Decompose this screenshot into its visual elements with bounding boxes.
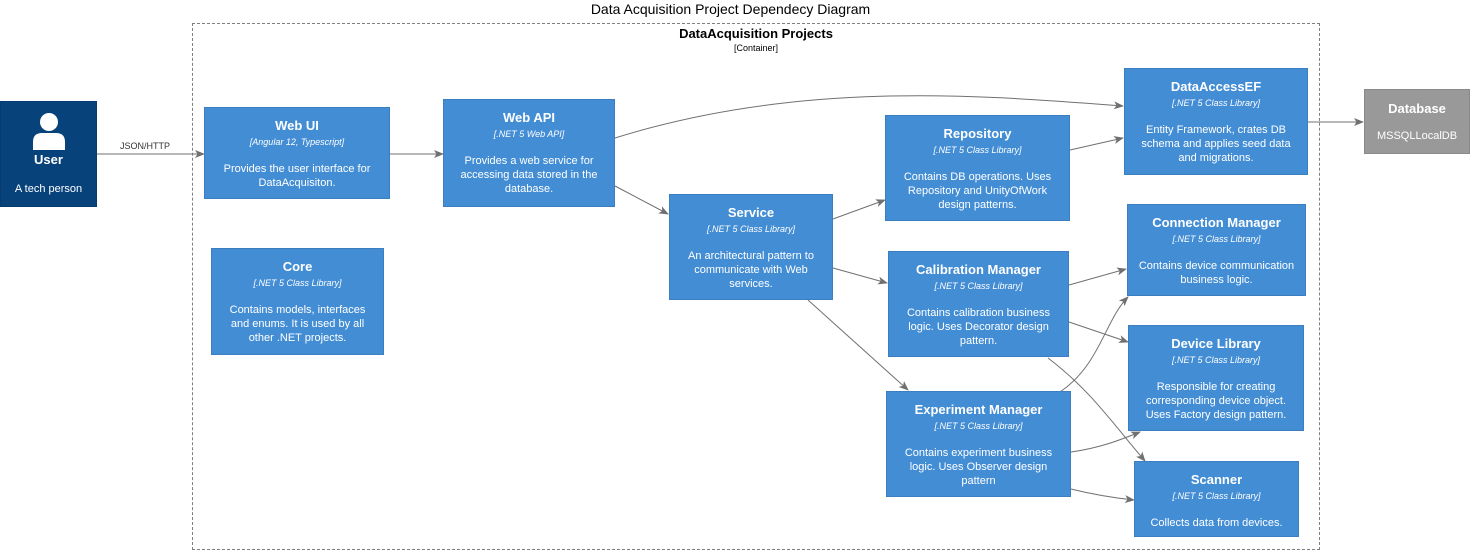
node-user-name: User [34, 152, 63, 167]
node-core-name: Core [282, 259, 313, 274]
edge-calibration-devicelibrary [1068, 321, 1129, 343]
edge-experiment-connection [1059, 296, 1129, 393]
node-data-access-ef: DataAccessEF [.NET 5 Class Library] Enti… [1124, 68, 1308, 175]
node-experiment-manager: Experiment Manager [.NET 5 Class Library… [886, 391, 1071, 497]
person-icon [33, 113, 65, 150]
edge-experiment-scanner [1070, 488, 1135, 504]
node-web-ui: Web UI [Angular 12, Typescript] Provides… [204, 107, 390, 199]
edge-repository-dataaccessef [1069, 136, 1124, 151]
node-web-api-tech: [.NET 5 Web API] [493, 129, 565, 139]
node-web-api-name: Web API [502, 110, 555, 125]
node-data-access-ef-desc: Entity Framework, crates DB schema and a… [1141, 124, 1291, 164]
diagram-title: Data Acquisition Project Dependecy Diagr… [590, 1, 871, 17]
node-database-name: Database [1388, 101, 1446, 116]
node-user: User A tech person [0, 101, 97, 207]
node-scanner-desc: Collects data from devices. [1150, 517, 1283, 529]
node-device-library-name: Device Library [1171, 336, 1261, 351]
node-connection-manager-tech: [.NET 5 Class Library] [1172, 234, 1261, 244]
node-user-desc: A tech person [14, 183, 83, 195]
container-boundary [192, 23, 1320, 550]
node-scanner: Scanner [.NET 5 Class Library] Collects … [1134, 461, 1299, 537]
edge-service-calibration [832, 267, 888, 285]
node-service-desc: An architectural pattern to communicate … [688, 250, 814, 290]
node-repository: Repository [.NET 5 Class Library] Contai… [885, 115, 1070, 221]
edge-calibration-scanner [1047, 357, 1146, 462]
node-service-tech: [.NET 5 Class Library] [706, 224, 796, 234]
node-repository-name: Repository [943, 126, 1012, 141]
edge-service-repository [832, 199, 886, 220]
node-experiment-manager-tech: [.NET 5 Class Library] [934, 421, 1023, 431]
edge-service-experiment [807, 299, 909, 391]
node-web-ui-name: Web UI [275, 118, 319, 133]
node-data-access-ef-name: DataAccessEF [1170, 79, 1262, 94]
node-calibration-manager-desc: Contains calibration business logic. Use… [906, 307, 1051, 347]
node-repository-desc: Contains DB operations. Uses Repository … [903, 171, 1052, 211]
node-device-library-desc: Responsible for creating corresponding d… [1145, 381, 1287, 421]
node-core: Core [.NET 5 Class Library] Contains mod… [211, 248, 384, 355]
edge-experiment-devicelibrary [1070, 431, 1141, 453]
boundary-title: DataAcquisition Projects [679, 26, 833, 41]
node-web-ui-tech: [Angular 12, Typescript] [249, 137, 345, 147]
edge-webapi-service [614, 185, 669, 215]
node-calibration-manager-name: Calibration Manager [916, 262, 1041, 277]
node-calibration-manager-tech: [.NET 5 Class Library] [934, 281, 1023, 291]
boundary-tech: [Container] [733, 43, 779, 53]
node-device-library-tech: [.NET 5 Class Library] [1171, 355, 1261, 365]
node-database: Database MSSQLLocalDB [1364, 89, 1470, 154]
node-calibration-manager: Calibration Manager [.NET 5 Class Librar… [888, 251, 1069, 357]
node-data-access-ef-tech: [.NET 5 Class Library] [1171, 98, 1261, 108]
node-connection-manager-desc: Contains device communication business l… [1138, 260, 1295, 286]
node-service-name: Service [727, 205, 775, 220]
edge-label-json-http: JSON/HTTP [120, 141, 171, 151]
node-experiment-manager-desc: Contains experiment business logic. Uses… [904, 447, 1053, 487]
node-experiment-manager-name: Experiment Manager [914, 402, 1043, 417]
edge-calibration-connection [1068, 267, 1127, 286]
node-core-tech: [.NET 5 Class Library] [253, 278, 342, 288]
node-repository-tech: [.NET 5 Class Library] [933, 145, 1022, 155]
node-web-api: Web API [.NET 5 Web API] Provides a web … [443, 99, 615, 207]
edge-webapi-dataaccessef [614, 95, 1124, 139]
node-scanner-tech: [.NET 5 Class Library] [1172, 491, 1261, 501]
node-core-desc: Contains models, interfaces and enums. I… [229, 304, 366, 344]
node-device-library: Device Library [.NET 5 Class Library] Re… [1128, 325, 1304, 431]
node-database-desc: MSSQLLocalDB [1376, 130, 1458, 142]
node-scanner-name: Scanner [1190, 472, 1243, 487]
node-web-ui-desc: Provides the user interface for DataAcqu… [223, 163, 371, 189]
node-web-api-desc: Provides a web service for accessing dat… [460, 155, 598, 195]
node-service: Service [.NET 5 Class Library] An archit… [669, 194, 833, 300]
node-connection-manager-name: Connection Manager [1152, 215, 1281, 230]
node-connection-manager: Connection Manager [.NET 5 Class Library… [1127, 204, 1306, 296]
